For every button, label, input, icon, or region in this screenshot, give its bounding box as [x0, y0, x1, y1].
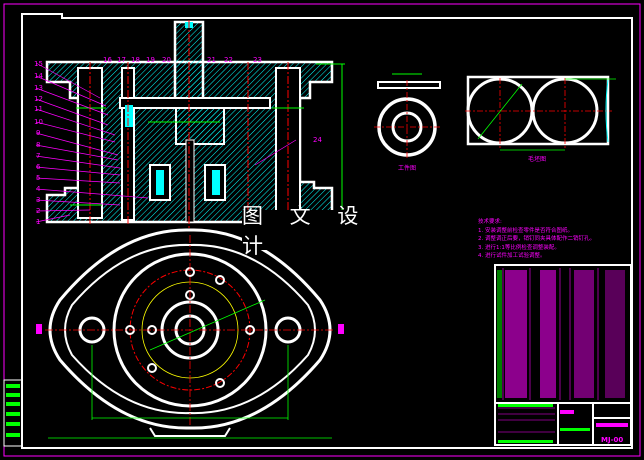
callout-3: 3 [36, 196, 40, 204]
inner-frame [21, 13, 633, 449]
requirement-item: 1. 安装调整前检查零件是否符合图纸。 [478, 227, 573, 234]
callout-17: 17 [117, 56, 126, 64]
callout-12: 12 [34, 95, 43, 103]
technical-requirements: 技术要求: 1. 安装调整前检查零件是否符合图纸。 2. 调整调正后要，销钉同夹… [478, 218, 595, 261]
requirement-item: 4. 进行试件加工试验调整。 [478, 253, 546, 259]
requirement-item: 3. 进行1:1等比例检查调整装配。 [478, 244, 560, 251]
callout-23: 23 [253, 56, 262, 64]
workpiece-view [374, 73, 441, 160]
callout-7: 7 [36, 152, 40, 160]
plan-view [36, 228, 344, 439]
drawing-number: MJ-00 [601, 436, 623, 444]
callout-8: 8 [36, 141, 40, 149]
section-view [45, 20, 345, 228]
watermark: 图 文 设 计 [242, 204, 400, 258]
requirements-title: 技术要求: [478, 219, 502, 225]
workpiece-view-label: 工件图 [398, 164, 416, 172]
callout-14: 14 [34, 72, 43, 80]
callout-2: 2 [36, 207, 40, 215]
callout-24: 24 [313, 136, 322, 144]
callout-10: 10 [34, 118, 43, 126]
callout-4: 4 [36, 185, 41, 193]
title-block [494, 264, 632, 446]
callout-21: 21 [207, 56, 216, 64]
callout-1: 1 [36, 218, 40, 226]
callout-16: 16 [103, 56, 112, 64]
callout-5: 5 [36, 174, 40, 182]
callout-13: 13 [34, 84, 43, 92]
blank-view [465, 75, 616, 151]
left-strip [3, 379, 23, 447]
callouts [35, 62, 297, 223]
callout-11: 11 [34, 105, 43, 113]
callout-6: 6 [36, 163, 41, 171]
outer-border [3, 3, 641, 457]
callout-22: 22 [224, 56, 233, 64]
callout-20: 20 [162, 56, 171, 64]
callout-18: 18 [131, 56, 140, 64]
callout-19: 19 [146, 56, 155, 64]
callout-9: 9 [36, 129, 40, 137]
callout-15: 15 [34, 60, 43, 68]
requirement-item: 2. 调整调正后要，销钉同夹具体配作二销钉孔。 [478, 236, 595, 242]
blank-view-label: 毛坯图 [528, 155, 546, 163]
